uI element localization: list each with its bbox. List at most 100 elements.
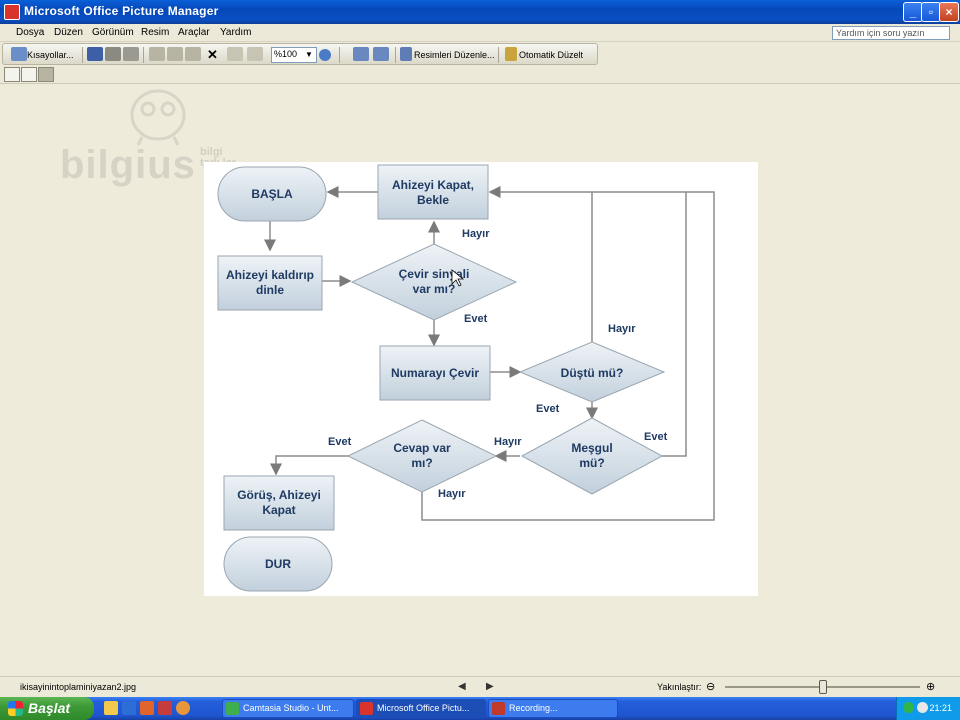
menu-view[interactable]: Görünüm [92,27,134,38]
recording-icon [492,702,505,715]
quicklaunch-app-icon[interactable] [158,701,172,715]
edit-pictures-icon [400,47,412,61]
quicklaunch-ie-icon[interactable] [122,701,136,715]
chevron-down-icon[interactable]: ▼ [305,50,313,59]
windows-logo-icon [8,701,23,716]
title-bar: Microsoft Office Picture Manager _ ▫ × [0,0,960,24]
maximize-button[interactable]: ▫ [921,2,941,22]
node-hang-up-line1: Ahizeyi Kapat, [392,178,474,192]
flowchart-decision-answer: Cevap var mı? [346,419,498,493]
toolbar-separator [339,47,340,63]
zoom-slider-thumb[interactable] [818,680,827,694]
label-yes-busy: Evet [644,431,668,443]
thumbnail-view-button[interactable] [4,67,20,82]
flowchart-node-end: DUR [223,536,333,592]
node-start-label: BAŞLA [251,187,293,201]
shortcuts-button[interactable]: Kısayollar... [27,50,74,60]
tray-volume-icon[interactable] [917,702,928,713]
label-yes-dial: Evet [464,313,488,325]
start-button-label: Başlat [28,700,71,716]
menu-tools[interactable]: Araçlar [178,27,210,38]
picture-canvas: bilgius bilgi tadı lar [0,85,960,675]
task-camtasia-label: Camtasia Studio - Unt... [243,703,339,713]
picture-manager-icon [360,702,373,715]
filmstrip-view-button[interactable] [21,67,37,82]
flowchart-node-lift: Ahizeyi kaldırıp dinle [217,255,323,311]
flowchart-decision-fell: Düştü mü? [518,341,666,403]
menu-help[interactable]: Yardım [220,27,252,38]
flowchart-diagram: BAŞLA Ahizeyi Kapat, Bekle Ahizeyi kaldı… [217,164,715,592]
flowchart-decision-dial-tone: Çevir sinyali var mı? [350,243,518,321]
watermark-sub-line1: bilgi [200,146,223,158]
node-lift-line2: dinle [256,283,284,297]
task-recording[interactable]: Recording... [488,699,618,718]
help-question-input[interactable]: Yardım için soru yazın [832,26,950,40]
task-picture-manager[interactable]: Microsoft Office Pictu... [356,699,486,718]
status-bar: ikisayinintoplaminiyazan2.jpg ◀ ▶ Yakınl… [0,676,960,696]
node-end-label: DUR [265,557,291,571]
quicklaunch-explorer-icon[interactable] [104,701,118,715]
view-mode-bar [0,66,960,84]
cut-icon[interactable] [149,47,165,61]
decision-fell-label: Düştü mü? [561,366,624,380]
decision-answer-line2: mı? [411,456,432,470]
edit-pictures-button[interactable]: Resimleri Düzenle... [414,50,495,60]
minimize-button[interactable]: _ [903,2,923,22]
close-button[interactable]: × [939,2,959,22]
menu-bar: Dosya Düzen Görünüm Resim Araçlar Yardım [0,24,960,42]
menu-edit[interactable]: Düzen [54,27,83,38]
flowchart-node-talk: Görüş, Ahizeyi Kapat [223,475,335,531]
flowchart-node-dial: Numarayı Çevir [379,345,491,401]
picture-manager-app-icon[interactable] [4,4,20,20]
tray-clock: 21:21 [929,703,952,713]
zoom-slider[interactable] [725,680,920,694]
node-dial-label: Numarayı Çevir [391,366,479,380]
label-no-busy: Hayır [494,436,522,448]
start-button[interactable]: Başlat [0,697,94,720]
flowchart-decision-busy: Meşgul mü? [520,417,664,495]
email-icon[interactable] [123,47,139,61]
decision-busy-line2: mü? [579,456,604,470]
tray-network-icon[interactable] [903,702,914,713]
status-filename: ikisayinintoplaminiyazan2.jpg [20,682,137,692]
previous-picture-icon[interactable]: ◀ [458,681,466,692]
paste-icon[interactable] [185,47,201,61]
rotate-right-icon[interactable] [373,47,389,61]
menu-file[interactable]: Dosya [16,27,45,38]
zoom-icon[interactable] [319,49,331,61]
toolbar-separator [498,47,499,63]
auto-correct-button[interactable]: Otomatik Düzelt [519,50,584,60]
displayed-picture: BAŞLA Ahizeyi Kapat, Bekle Ahizeyi kaldı… [204,162,758,596]
copy-icon[interactable] [167,47,183,61]
flowchart-node-start: BAŞLA [217,166,327,222]
flowchart-node-hang-up: Ahizeyi Kapat, Bekle [377,164,489,220]
zoom-select[interactable]: %100 [271,47,317,63]
quicklaunch-media-icon[interactable] [176,701,190,715]
label-no-fell: Hayır [608,323,636,335]
save-icon[interactable] [87,47,103,61]
label-yes-answer: Evet [328,436,352,448]
task-camtasia[interactable]: Camtasia Studio - Unt... [222,699,354,718]
watermark-brand: bilgius [60,143,196,187]
print-icon[interactable] [105,47,121,61]
redo-icon[interactable] [247,47,263,61]
owl-mascot-logo [130,89,186,146]
mouse-cursor-icon [451,269,465,287]
toolbar-separator [143,47,144,63]
label-no-answer: Hayır [438,488,466,500]
quicklaunch-firefox-icon[interactable] [140,701,154,715]
zoom-in-icon[interactable]: ⊕ [926,681,936,693]
toolbar-separator [395,47,396,63]
task-recording-label: Recording... [509,703,558,713]
decision-dial-tone-line2: var mı? [413,282,456,296]
delete-icon[interactable]: ✕ [207,47,218,62]
next-picture-icon[interactable]: ▶ [486,681,494,692]
node-talk-line2: Kapat [262,503,295,517]
undo-icon[interactable] [227,47,243,61]
zoom-out-icon[interactable]: ⊖ [706,681,716,693]
flowchart-connectors [264,186,715,521]
single-picture-view-button[interactable] [38,67,54,82]
menu-picture[interactable]: Resim [141,27,170,38]
toolbar-separator [82,47,83,63]
rotate-left-icon[interactable] [353,47,369,61]
